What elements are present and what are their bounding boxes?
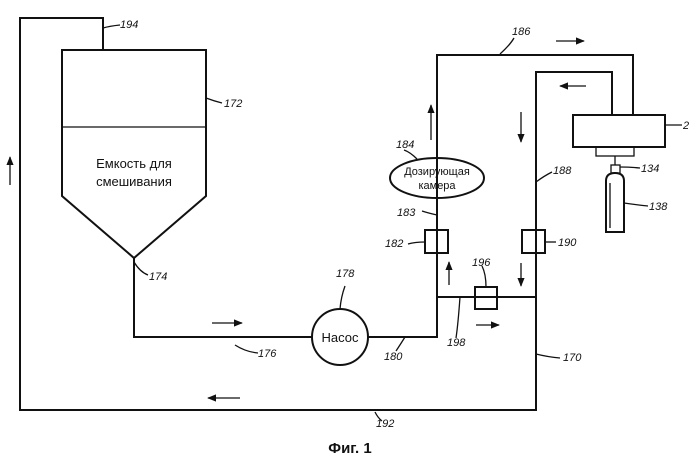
pipe-tank-to-pump — [134, 258, 312, 337]
ref-174: 174 — [149, 271, 167, 283]
ref-170: 170 — [563, 352, 582, 364]
ref-188: 188 — [553, 165, 572, 177]
valve-190 — [522, 230, 545, 253]
ref-184: 184 — [396, 139, 414, 151]
ref-182: 182 — [385, 238, 403, 250]
ref-134: 134 — [641, 163, 659, 175]
ref-194: 194 — [120, 19, 138, 31]
tank-label-line2: смешивания — [96, 174, 172, 189]
figure-caption: Фиг. 1 — [328, 440, 371, 457]
pump-label: Насос — [322, 330, 359, 345]
tank-label-line1: Емкость для — [96, 156, 172, 171]
dosing-label-line2: камера — [418, 180, 456, 192]
ref-172: 172 — [224, 98, 242, 110]
return-line — [20, 18, 536, 410]
pump: Насос — [312, 309, 368, 365]
ref-190: 190 — [558, 237, 577, 249]
ref-138: 138 — [649, 201, 668, 213]
ref-198: 198 — [447, 337, 466, 349]
ref-183: 183 — [397, 207, 416, 219]
ref-178: 178 — [336, 268, 355, 280]
ref-176: 176 — [258, 348, 277, 360]
down-pipe — [536, 72, 612, 340]
filling-head — [573, 115, 665, 165]
ref-2: 2 — [682, 120, 689, 132]
flow-arrows — [10, 41, 586, 398]
pipe-pump-outlet — [368, 55, 633, 337]
ref-180: 180 — [384, 351, 403, 363]
mixing-tank: Емкость для смешивания — [62, 50, 206, 258]
ref-186: 186 — [512, 26, 531, 38]
dosing-label-line1: Дозирующая — [404, 166, 470, 178]
ref-192: 192 — [376, 418, 394, 430]
container-bottle — [606, 165, 624, 232]
ref-196: 196 — [472, 257, 491, 269]
